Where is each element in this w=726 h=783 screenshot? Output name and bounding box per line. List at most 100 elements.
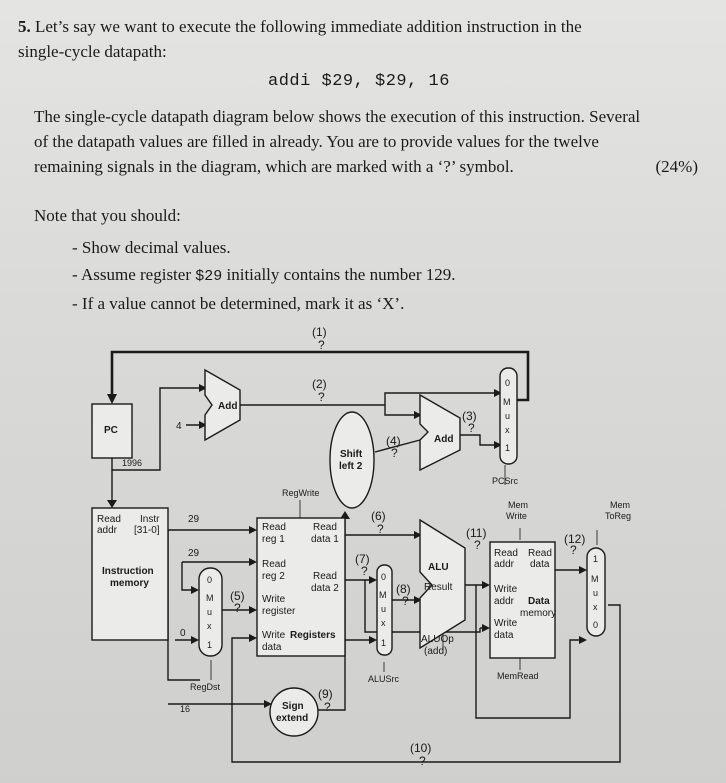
svg-text:(12): (12)	[564, 532, 585, 546]
svg-text:addr: addr	[494, 596, 515, 607]
svg-text:(5): (5)	[230, 589, 245, 603]
svg-text:memory: memory	[520, 608, 556, 619]
question-weight: (24%)	[655, 157, 698, 176]
constant-four: 4	[176, 421, 182, 432]
alu	[419, 518, 466, 650]
svg-text:(add): (add)	[424, 646, 447, 657]
note-item-register: Assume register $29 initially contains t…	[72, 261, 456, 290]
note-item-decimal: Show decimal values.	[72, 234, 456, 261]
svg-text:Read: Read	[262, 559, 286, 570]
svg-text:Write: Write	[494, 618, 518, 629]
wire-pc-plus4	[240, 392, 500, 406]
svg-text:extend: extend	[276, 713, 308, 724]
svg-text:(6): (6)	[371, 509, 386, 523]
svg-text:(1): (1)	[312, 325, 327, 339]
data-memory	[489, 541, 556, 659]
imem-addr-label: addr	[97, 525, 118, 536]
marker-11: (11) ?	[466, 526, 486, 552]
svg-text:Read: Read	[494, 548, 518, 559]
svg-text:u: u	[593, 588, 598, 598]
svg-text:(2): (2)	[312, 377, 327, 391]
svg-text:Write: Write	[262, 594, 286, 605]
instruction-memory	[91, 507, 169, 641]
svg-text:Read: Read	[262, 522, 286, 533]
marker-4: (4) ?	[386, 434, 401, 460]
svg-text:Read: Read	[313, 522, 337, 533]
para-line-2: of the datapath values are filled in alr…	[34, 132, 599, 151]
svg-text:ToReg: ToReg	[605, 511, 631, 521]
wire-rt-mux	[181, 562, 197, 591]
svg-text:1: 1	[381, 638, 386, 648]
alu-result-label: Result	[424, 582, 453, 593]
marker-3: (3) ?	[462, 409, 477, 435]
svg-text:Data: Data	[528, 596, 550, 607]
imem-instr-range: [31-0]	[134, 525, 160, 536]
pc-adder	[204, 368, 241, 442]
svg-text:data 1: data 1	[311, 534, 339, 545]
svg-text:?: ?	[234, 601, 241, 615]
imem-instr-label: Instr	[140, 514, 160, 525]
pc-value: 1996	[122, 458, 142, 468]
wire-writeback	[231, 604, 621, 763]
registers-title: Registers	[290, 630, 336, 641]
wire-pc-next	[110, 350, 530, 402]
wire-alu-bypass	[475, 585, 585, 719]
svg-text:0: 0	[593, 620, 598, 630]
svg-text:?: ?	[570, 543, 577, 557]
note-list: Show decimal values. Assume register $29…	[72, 234, 456, 317]
pc-label: PC	[104, 425, 118, 436]
memread-label: MemRead	[497, 671, 539, 681]
svg-text:?: ?	[391, 446, 398, 460]
wire-sext	[318, 639, 375, 711]
svg-text:x: x	[207, 621, 212, 631]
marker-2: (2) ?	[312, 377, 327, 404]
marker-9: (9) ?	[318, 687, 333, 714]
note-item-unknown: If a value cannot be determined, mark it…	[72, 290, 456, 317]
svg-text:x: x	[381, 618, 386, 628]
svg-text:data: data	[530, 559, 550, 570]
regdst-mux	[198, 567, 223, 657]
svg-text:(10): (10)	[410, 741, 431, 755]
svg-text:Write: Write	[262, 630, 286, 641]
svg-text:Shift: Shift	[340, 449, 363, 460]
svg-text:u: u	[381, 604, 386, 614]
wire-branch-target	[460, 434, 500, 446]
question-paragraph: The single-cycle datapath diagram below …	[34, 104, 714, 179]
rt-value: 29	[188, 548, 200, 559]
register-file	[256, 517, 346, 657]
arrow-pc-in	[107, 394, 117, 404]
svg-text:Add: Add	[434, 434, 453, 445]
svg-text:?: ?	[377, 522, 384, 536]
pc-register	[91, 403, 133, 459]
alusrc-mux	[376, 564, 393, 656]
svg-text:M: M	[591, 574, 599, 584]
svg-text:register: register	[262, 606, 296, 617]
svg-text:Mem: Mem	[610, 500, 630, 510]
svg-text:M: M	[503, 397, 511, 407]
svg-text:?: ?	[361, 564, 368, 578]
rd-mux-input: 0	[180, 628, 186, 639]
svg-text:(9): (9)	[318, 687, 333, 701]
svg-text:data: data	[262, 642, 282, 653]
svg-text:1: 1	[593, 554, 598, 564]
svg-text:?: ?	[318, 338, 325, 352]
imem-title-2: memory	[110, 578, 149, 589]
svg-text:?: ?	[419, 754, 426, 768]
svg-text:u: u	[505, 411, 510, 421]
marker-10: (10) ?	[410, 741, 431, 768]
branch-adder	[419, 393, 461, 472]
intro-line-1: Let’s say we want to execute the followi…	[35, 17, 582, 36]
pcsrc-mux	[499, 367, 518, 465]
svg-text:ALUOp: ALUOp	[421, 634, 454, 645]
marker-8: (8) ?	[396, 582, 411, 608]
svg-text:addr: addr	[494, 559, 515, 570]
question-number: 5.	[18, 17, 31, 36]
svg-text:Write: Write	[494, 584, 518, 595]
svg-text:(4): (4)	[386, 434, 401, 448]
imm-value: 16	[180, 704, 190, 714]
svg-text:?: ?	[474, 538, 481, 552]
marker-7: (7) ?	[355, 552, 370, 578]
instruction-code: addi $29, $29, 16	[268, 72, 450, 91]
